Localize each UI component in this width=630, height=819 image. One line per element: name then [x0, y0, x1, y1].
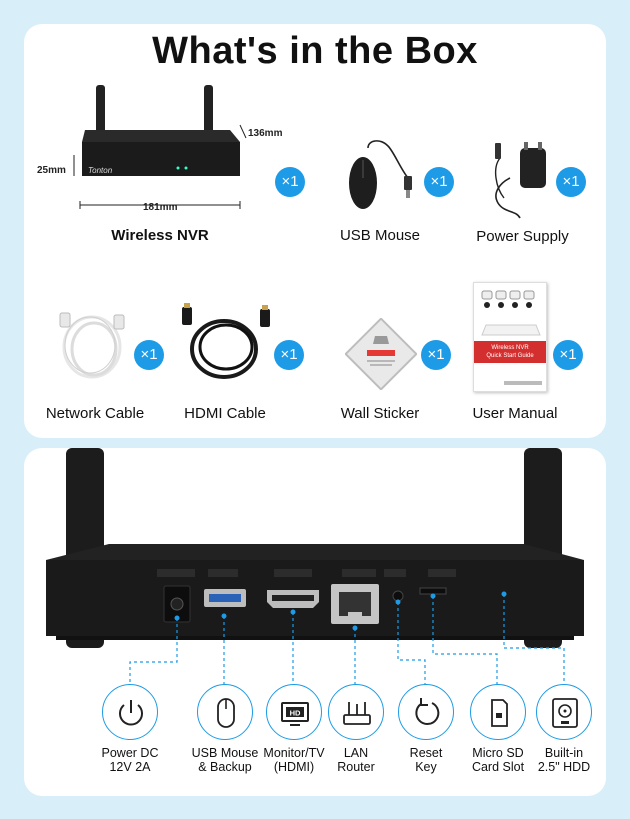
manual-cover-title-2: Quick Start Guide	[486, 353, 534, 359]
power-dc-icon-circle	[102, 684, 158, 740]
nvr-width-dim: 181mm	[143, 202, 178, 213]
mouse-icon	[217, 698, 235, 728]
hdmi-qty-badge: ×1	[274, 340, 304, 370]
power-icon	[119, 700, 143, 726]
sticker-qty-badge: ×1	[421, 340, 451, 370]
network-cable-image	[59, 312, 125, 379]
hdmi-cable-image	[182, 303, 270, 379]
hdd-icon-circle	[536, 684, 592, 740]
svg-text:HD: HD	[290, 709, 301, 718]
nvr-label: Wireless NVR	[111, 227, 209, 244]
lan-icon-circle	[328, 684, 384, 740]
usb-mouse-image	[349, 140, 412, 209]
router-icon	[343, 702, 371, 725]
nvr-height-dim: 25mm	[37, 165, 66, 176]
manual-qty-badge: ×1	[553, 340, 583, 370]
nvr-depth-dim: 136mm	[248, 128, 283, 139]
hdd-icon	[552, 698, 578, 728]
user-manual-image: Wireless NVR Quick Start Guide	[473, 282, 547, 392]
hdmi-icon-circle: HD	[266, 684, 322, 740]
svg-text:Tonton: Tonton	[88, 166, 113, 175]
power-label: Power Supply	[476, 228, 569, 245]
reset-icon	[415, 698, 440, 725]
network-label: Network Cable	[45, 405, 145, 422]
power-qty-badge: ×1	[556, 167, 586, 197]
nvr-rear-view-image	[46, 448, 584, 688]
sticker-label: Wall Sticker	[340, 405, 420, 422]
usb-mouse-icon-circle	[197, 684, 253, 740]
power-supply-image	[494, 142, 546, 219]
hdmi-label: HDMI Cable	[184, 405, 266, 422]
manual-label: User Manual	[472, 405, 558, 422]
page-title: What's in the Box	[152, 30, 478, 72]
sd-card-icon-circle	[470, 684, 526, 740]
nvr-device-image: Tonton	[73, 85, 247, 209]
mouse-qty-badge: ×1	[424, 167, 454, 197]
reset-icon-circle	[398, 684, 454, 740]
monitor-tv-label: Monitor/TV(HDMI)	[263, 746, 325, 774]
nvr-qty-badge: ×1	[275, 167, 305, 197]
mouse-label: USB Mouse	[339, 227, 421, 244]
network-qty-badge: ×1	[134, 340, 164, 370]
usb-mouse-backup-label: USB Mouse& Backup	[191, 746, 259, 774]
wall-sticker-image	[345, 318, 417, 390]
hd-monitor-icon: HD	[281, 702, 309, 726]
manual-cover-title-1: Wireless NVR	[491, 345, 529, 351]
sd-card-icon	[491, 699, 508, 727]
